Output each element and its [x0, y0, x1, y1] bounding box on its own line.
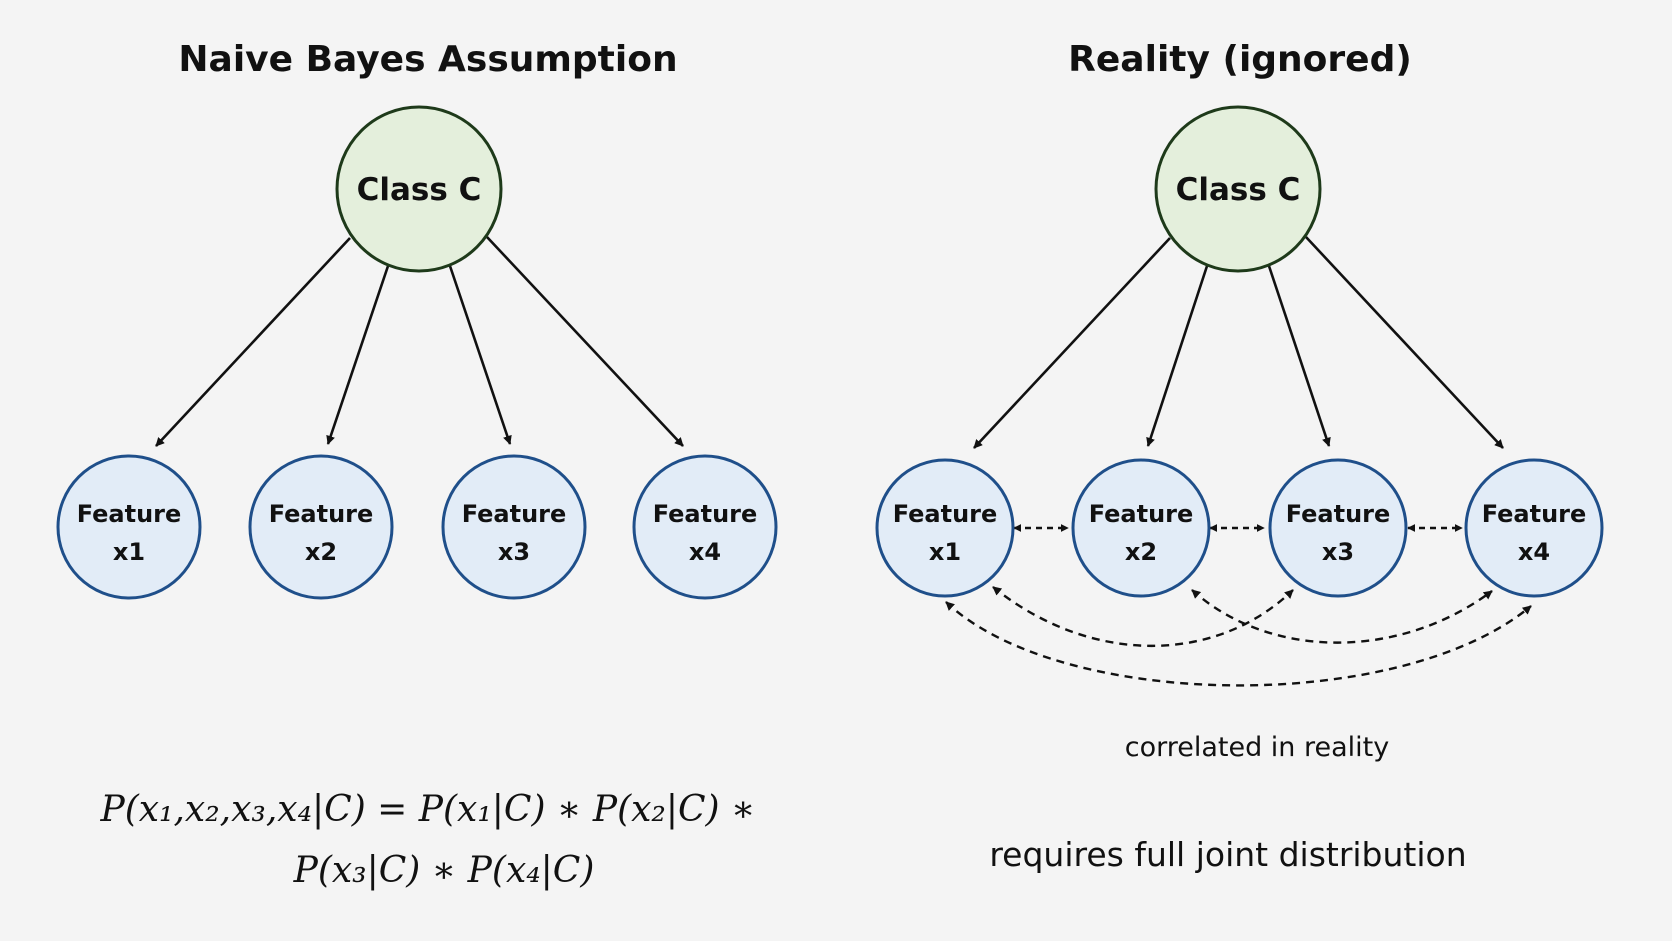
correlation-x2-x4 [1191, 589, 1493, 644]
edge-class-x3 [448, 265, 512, 445]
feature-label-line2: x2 [305, 538, 337, 566]
right-feature-x1: Feature x1 [875, 458, 1015, 598]
right-title: Reality (ignored) [1068, 39, 1412, 80]
feature-label-line2: x2 [1125, 538, 1157, 566]
feature-label-line1: Feature [462, 500, 567, 528]
feature-label-line2: x1 [929, 538, 961, 566]
feature-label-line1: Feature [269, 500, 374, 528]
feature-label-line1: Feature [1482, 500, 1587, 528]
edge-class-x1 [973, 237, 1171, 449]
left-feature-x1: Feature x1 [56, 454, 202, 600]
edge-class-x4 [486, 236, 684, 447]
edge-class-x1 [155, 237, 351, 447]
feature-label-line1: Feature [77, 500, 182, 528]
right-edges [973, 236, 1504, 449]
feature-label-line2: x1 [113, 538, 145, 566]
right-feature-x4: Feature x4 [1464, 458, 1604, 598]
edge-class-x2 [326, 265, 390, 445]
feature-label-line2: x3 [498, 538, 530, 566]
left-feature-x2: Feature x2 [248, 454, 394, 600]
correlation-x1-x4 [945, 601, 1532, 687]
formula-line-2: P(x₃|C) ∗ P(x₄|C) [293, 850, 595, 891]
left-class-label: Class C [357, 172, 482, 208]
left-edges [155, 236, 684, 447]
right-class-label: Class C [1176, 172, 1301, 208]
feature-label-line2: x3 [1322, 538, 1354, 566]
feature-label-line2: x4 [1518, 538, 1550, 566]
feature-label-line2: x4 [689, 538, 721, 566]
left-title: Naive Bayes Assumption [178, 39, 677, 80]
left-feature-x3: Feature x3 [441, 454, 587, 600]
right-feature-x2: Feature x2 [1071, 458, 1211, 598]
right-class-node: Class C [1154, 105, 1322, 273]
feature-label-line1: Feature [1089, 500, 1194, 528]
right-panel: Reality (ignored) Class C Fea [875, 39, 1604, 874]
left-feature-x4: Feature x4 [632, 454, 778, 600]
joint-distribution-note: requires full joint distribution [989, 835, 1466, 874]
feature-label-line1: Feature [893, 500, 998, 528]
left-class-node: Class C [335, 105, 503, 273]
right-feature-x3: Feature x3 [1268, 458, 1408, 598]
formula-line-1: P(x₁,x₂,x₃,x₄|C) = P(x₁|C) ∗ P(x₂|C) ∗ [99, 789, 755, 830]
edge-class-x4 [1305, 236, 1504, 449]
left-panel: Naive Bayes Assumption Class C Feature x… [56, 39, 778, 891]
edge-class-x3 [1267, 265, 1331, 447]
feature-label-line1: Feature [1286, 500, 1391, 528]
correlation-label: correlated in reality [1125, 732, 1390, 763]
long-range-correlation-arrows [945, 586, 1532, 687]
edge-class-x2 [1146, 265, 1209, 447]
feature-label-line1: Feature [653, 500, 758, 528]
